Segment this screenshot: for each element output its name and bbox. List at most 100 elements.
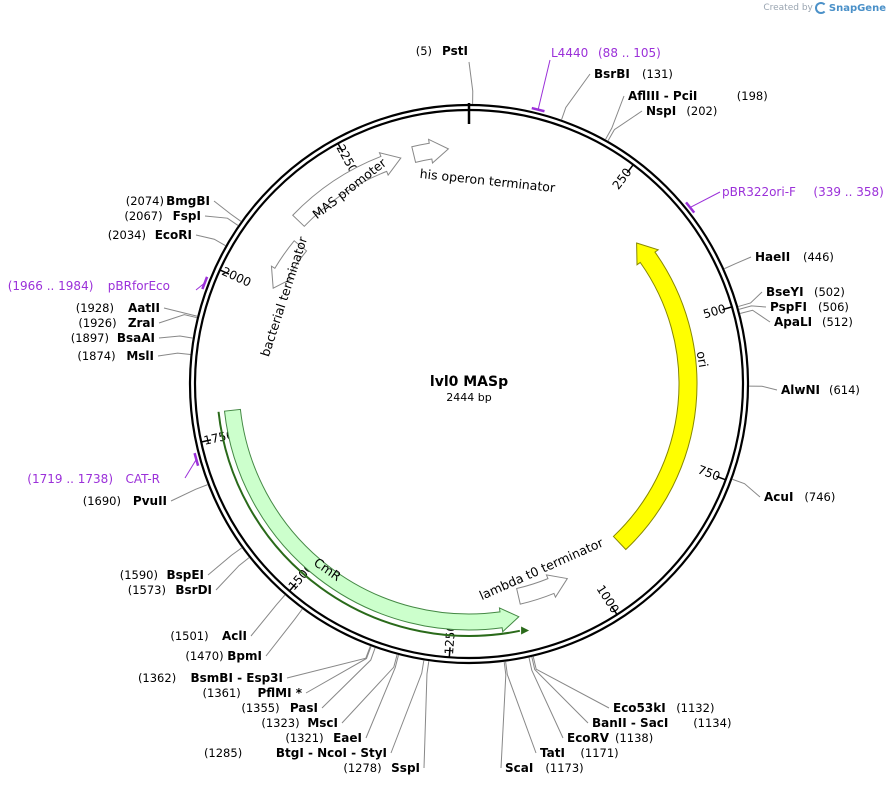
site-haeii-name[interactable]: HaeII xyxy=(755,250,790,264)
site-leader-line xyxy=(732,478,761,498)
primer-leader-line xyxy=(689,191,721,208)
site-psti-name[interactable]: PstI xyxy=(442,44,468,58)
site-eaei-name[interactable]: EaeI xyxy=(333,731,362,745)
site-leader-line xyxy=(739,309,771,323)
site-ecorv-name[interactable]: EcoRV xyxy=(567,731,610,745)
site-acli-name[interactable]: AclI xyxy=(222,629,247,643)
site-pasi-name[interactable]: PasI xyxy=(290,701,318,715)
site-aatii-position: (1928) xyxy=(76,301,114,315)
scale-tick xyxy=(722,306,733,311)
primer-range: (339 .. 358) xyxy=(813,185,883,199)
feature-ori[interactable] xyxy=(612,242,698,551)
site-scai-name[interactable]: ScaI xyxy=(505,761,533,775)
scale-tick xyxy=(201,439,212,443)
scale-tick xyxy=(337,143,344,153)
site-leader-line xyxy=(163,307,198,317)
site-leader-line xyxy=(305,646,372,694)
site-bmgbi-name[interactable]: BmgBI xyxy=(166,194,210,208)
scale-tick-label: 1250 xyxy=(442,624,458,655)
feature-lambda-t0-terminator[interactable] xyxy=(516,574,569,605)
site-leader-line xyxy=(737,291,763,308)
primer-label[interactable]: pBR322ori-F xyxy=(722,185,796,199)
site-zrai-name[interactable]: ZraI xyxy=(128,316,155,330)
site-eco53ki-name[interactable]: Eco53kI xyxy=(613,701,666,715)
site-alwni-name[interactable]: AlwNI xyxy=(781,383,820,397)
site-banii-saci-name[interactable]: BanII - SacI xyxy=(592,716,668,730)
primer-range: (1719 .. 1738) xyxy=(27,472,113,486)
site-btgi-ncoi-styi-position: (1285) xyxy=(204,746,242,760)
cmr-orf-arrowhead xyxy=(521,626,530,635)
site-leader-line xyxy=(607,110,643,142)
scale-tick xyxy=(716,475,726,481)
site-pvuii-name[interactable]: PvuII xyxy=(133,494,167,508)
site-btgi-ncoi-styi-name[interactable]: BtgI - NcoI - StyI xyxy=(276,746,387,760)
site-sspi-name[interactable]: SspI xyxy=(391,761,420,775)
site-nspi-name[interactable]: NspI xyxy=(646,104,676,118)
site-acui-position: (746) xyxy=(804,490,835,504)
site-leader-line xyxy=(748,385,778,391)
scale-tick-label: 750 xyxy=(696,463,722,484)
site-bspei-name[interactable]: BspEI xyxy=(166,568,204,582)
primer-label[interactable]: pBRforEco xyxy=(108,279,170,293)
site-scai-position: (1173) xyxy=(545,761,583,775)
site-ecori-position: (2034) xyxy=(108,228,146,242)
site-leader-line xyxy=(423,661,430,769)
scale-tick xyxy=(448,647,451,658)
site-banii-saci-position: (1134) xyxy=(693,716,731,730)
primer-sites: L4440(88 .. 105)pBR322ori-F(339 .. 358)C… xyxy=(8,46,884,486)
scale-tick xyxy=(219,269,230,275)
site-leader-line xyxy=(531,656,589,724)
feature-CmR[interactable] xyxy=(223,408,520,633)
site-nspi-position: (202) xyxy=(686,104,717,118)
site-bpmi-position: (1470) xyxy=(185,649,223,663)
site-tati-position: (1171) xyxy=(580,746,618,760)
primer-bind-mark xyxy=(531,106,545,113)
site-afliii-pcii-name[interactable]: AflIII - PciI xyxy=(628,89,697,103)
brand-watermark: Created by SnapGene xyxy=(763,2,886,14)
primer-label[interactable]: CAT-R xyxy=(125,472,160,486)
site-leader-line xyxy=(505,661,537,754)
site-leader-line xyxy=(532,656,610,709)
site-ecori-name[interactable]: EcoRI xyxy=(155,228,192,242)
site-bseyi-name[interactable]: BseYI xyxy=(766,285,804,299)
site-leader-line xyxy=(738,305,767,310)
site-apali-position: (512) xyxy=(822,315,853,329)
site-msci-name[interactable]: MscI xyxy=(307,716,338,730)
site-bpmi-name[interactable]: BpmI xyxy=(227,649,262,663)
site-acui-name[interactable]: AcuI xyxy=(764,490,793,504)
feature-label-bacterial-terminator: bacterial terminator xyxy=(257,234,310,359)
site-aatii-name[interactable]: AatII xyxy=(128,301,160,315)
cmr-orf-track xyxy=(217,411,521,637)
site-tati-name[interactable]: TatI xyxy=(540,746,565,760)
primer-range: (1966 .. 1984) xyxy=(8,279,94,293)
plasmid-name: lvl0 MASp xyxy=(430,374,508,390)
site-leader-line xyxy=(265,608,303,657)
feature-bacterial-terminator[interactable] xyxy=(270,240,308,289)
feature-MAS-promoter[interactable] xyxy=(292,152,402,228)
site-sspi-position: (1278) xyxy=(343,761,381,775)
plasmid-center: lvl0 MASp 2444 bp xyxy=(430,374,508,404)
site-pflmi-name[interactable]: PflMI * xyxy=(257,686,302,700)
site-pspfi-name[interactable]: PspFI xyxy=(770,300,807,314)
site-bsrbi-name[interactable]: BsrBI xyxy=(594,67,630,81)
scale-tick-label: 1000 xyxy=(594,583,622,616)
scale-tick-label: 2000 xyxy=(220,264,254,289)
primer-label[interactable]: L4440 xyxy=(551,46,588,60)
scale-tick xyxy=(610,605,618,615)
site-bsrdi-name[interactable]: BsrDI xyxy=(175,583,212,597)
created-by-text: Created by xyxy=(763,3,813,13)
site-bsaai-position: (1897) xyxy=(71,331,109,345)
site-msli-name[interactable]: MslI xyxy=(126,349,154,363)
site-leader-line xyxy=(158,335,193,339)
feature-his-operon-terminator[interactable] xyxy=(411,138,450,164)
site-psti-position: (5) xyxy=(416,44,432,58)
site-bsmbi-esp3i-position: (1362) xyxy=(138,671,176,685)
site-bmgbi-position: (2074) xyxy=(126,194,164,208)
site-apali-name[interactable]: ApaLI xyxy=(774,315,812,329)
site-bsaai-name[interactable]: BsaAI xyxy=(117,331,155,345)
restriction-sites: PstI(5)BsrBI(131)AflIII - PciI(198)NspI(… xyxy=(71,44,860,775)
site-msli-position: (1874) xyxy=(77,349,115,363)
site-leader-line xyxy=(250,594,286,637)
site-fspi-name[interactable]: FspI xyxy=(173,209,201,223)
site-bsmbi-esp3i-name[interactable]: BsmBI - Esp3I xyxy=(191,671,283,685)
